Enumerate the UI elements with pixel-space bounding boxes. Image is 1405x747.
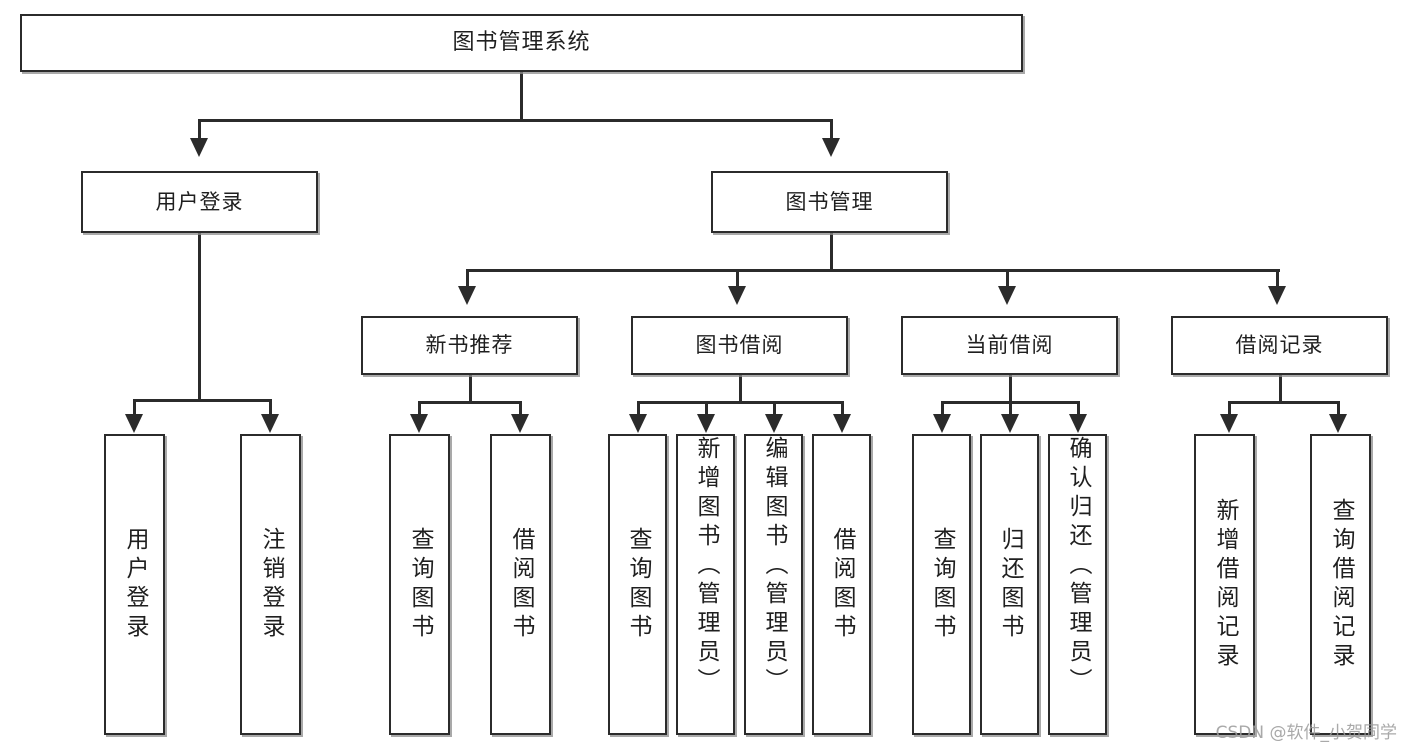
- connector-bookmgmt-drop-4: [1276, 269, 1279, 287]
- leaf-borrowrecord-add-record[interactable]: 新增借阅记录: [1194, 434, 1255, 735]
- node-label: 借阅图书: [829, 526, 855, 643]
- connector-bookmgmt-drop-1: [466, 269, 469, 287]
- arrow-to-leaf-user-login: [125, 414, 143, 433]
- leaf-bookborrow-query-book[interactable]: 查询图书: [608, 434, 667, 735]
- leaf-currentborrow-query-book[interactable]: 查询图书: [912, 434, 971, 735]
- node-label: 注销登录: [258, 526, 284, 643]
- connector-currentborrow-drop-3: [1077, 401, 1080, 415]
- node-label: 查询图书: [625, 526, 651, 643]
- connector-borrowrecord-bus: [1228, 401, 1339, 404]
- arrow-to-user-login: [190, 138, 208, 157]
- arrow-bookborrow-leaf-1: [629, 414, 647, 433]
- connector-root-bus: [198, 119, 832, 122]
- node-label: 借阅记录: [1235, 333, 1324, 358]
- connector-root-stem: [520, 72, 523, 120]
- connector-newbook-stem: [469, 375, 472, 403]
- arrow-bookborrow-leaf-2: [697, 414, 715, 433]
- connector-bookborrow-drop-3: [773, 401, 776, 415]
- node-user-login[interactable]: 用户登录: [81, 171, 318, 233]
- arrow-to-leaf-logout: [261, 414, 279, 433]
- leaf-currentborrow-return-book[interactable]: 归还图书: [980, 434, 1039, 735]
- node-label: 查询图书: [407, 526, 433, 643]
- arrow-to-new-book-rec: [458, 286, 476, 305]
- node-label: 查询借阅记录: [1328, 497, 1354, 672]
- connector-userlogin-drop-2: [269, 399, 272, 415]
- leaf-currentborrow-confirm-return-admin[interactable]: 确认归还（管理员）: [1048, 434, 1107, 735]
- connector-borrowrecord-stem: [1279, 375, 1282, 403]
- node-label: 借阅图书: [508, 526, 534, 643]
- node-label: 确认归还（管理员）: [1065, 436, 1091, 697]
- leaf-borrowrecord-query-record[interactable]: 查询借阅记录: [1310, 434, 1371, 735]
- arrow-currentborrow-leaf-1: [933, 414, 951, 433]
- connector-userlogin-drop-1: [133, 399, 136, 415]
- node-label: 用户登录: [122, 526, 148, 643]
- node-label: 图书管理系统: [452, 30, 591, 56]
- watermark-text: CSDN @软件_小贺同学: [1215, 723, 1397, 743]
- node-borrow-record[interactable]: 借阅记录: [1171, 316, 1388, 375]
- arrow-newbook-leaf-2: [511, 414, 529, 433]
- node-label: 图书借阅: [695, 333, 784, 358]
- connector-bookmgmt-stem: [830, 233, 833, 271]
- arrow-to-current-borrow: [998, 286, 1016, 305]
- connector-bookborrow-drop-4: [841, 401, 844, 415]
- connector-bookborrow-bus: [637, 401, 843, 404]
- node-root-system[interactable]: 图书管理系统: [20, 14, 1023, 72]
- node-label: 新增借阅记录: [1212, 497, 1238, 672]
- node-label: 归还图书: [997, 526, 1023, 643]
- connector-bookmgmt-drop-3: [1006, 269, 1009, 287]
- arrow-newbook-leaf-1: [410, 414, 428, 433]
- node-current-borrow[interactable]: 当前借阅: [901, 316, 1118, 375]
- connector-newbook-drop-1: [418, 401, 421, 415]
- connector-bookmgmt-drop-2: [736, 269, 739, 287]
- node-label: 查询图书: [929, 526, 955, 643]
- arrow-borrowrecord-leaf-2: [1329, 414, 1347, 433]
- connector-root-drop-left: [198, 119, 201, 140]
- arrow-to-book-mgmt: [822, 138, 840, 157]
- node-new-book-recommend[interactable]: 新书推荐: [361, 316, 578, 375]
- connector-newbook-drop-2: [519, 401, 522, 415]
- leaf-bookborrow-add-book-admin[interactable]: 新增图书（管理员）: [676, 434, 735, 735]
- arrow-to-borrow-record: [1268, 286, 1286, 305]
- connector-borrowrecord-drop-2: [1337, 401, 1340, 415]
- leaf-newbook-query-book[interactable]: 查询图书: [389, 434, 450, 735]
- connector-currentborrow-stem: [1009, 375, 1012, 403]
- connector-bookborrow-drop-2: [705, 401, 708, 415]
- leaf-bookborrow-borrow-book[interactable]: 借阅图书: [812, 434, 871, 735]
- node-label: 新书推荐: [425, 333, 514, 358]
- leaf-logout[interactable]: 注销登录: [240, 434, 301, 735]
- connector-userlogin-bus: [133, 399, 271, 402]
- connector-borrowrecord-drop-1: [1228, 401, 1231, 415]
- node-book-management[interactable]: 图书管理: [711, 171, 948, 233]
- node-label: 图书管理: [785, 189, 874, 214]
- connector-bookborrow-drop-1: [637, 401, 640, 415]
- connector-userlogin-stem: [198, 233, 201, 401]
- node-label: 新增图书（管理员）: [693, 436, 719, 697]
- leaf-bookborrow-edit-book-admin[interactable]: 编辑图书（管理员）: [744, 434, 803, 735]
- connector-currentborrow-drop-1: [941, 401, 944, 415]
- arrow-to-book-borrow: [728, 286, 746, 305]
- connector-bookmgmt-bus: [466, 269, 1280, 272]
- connector-root-drop-right: [830, 119, 833, 140]
- arrow-currentborrow-leaf-3: [1069, 414, 1087, 433]
- arrow-currentborrow-leaf-2: [1001, 414, 1019, 433]
- connector-bookborrow-stem: [739, 375, 742, 403]
- leaf-user-login[interactable]: 用户登录: [104, 434, 165, 735]
- node-label: 用户登录: [155, 189, 244, 214]
- leaf-newbook-borrow-book[interactable]: 借阅图书: [490, 434, 551, 735]
- arrow-borrowrecord-leaf-1: [1220, 414, 1238, 433]
- arrow-bookborrow-leaf-4: [833, 414, 851, 433]
- node-label: 编辑图书（管理员）: [761, 436, 787, 697]
- connector-currentborrow-drop-2: [1009, 401, 1012, 415]
- connector-newbook-bus: [418, 401, 521, 404]
- node-label: 当前借阅: [965, 333, 1054, 358]
- node-book-borrow[interactable]: 图书借阅: [631, 316, 848, 375]
- arrow-bookborrow-leaf-3: [765, 414, 783, 433]
